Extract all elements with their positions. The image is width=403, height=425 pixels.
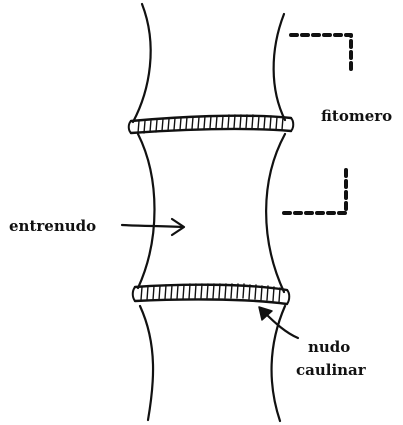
stem-left-lower-edge <box>140 306 153 420</box>
stem-outline <box>133 4 285 421</box>
caulinar-label: caulinar <box>296 361 366 380</box>
stem-right-upper-edge <box>274 14 285 120</box>
stem-left-upper-edge <box>133 4 151 122</box>
upper-node-band <box>129 115 294 133</box>
stem-right-lower-edge <box>272 306 285 421</box>
nudo-label: nudo <box>308 338 350 357</box>
entrenudo-label: entrenudo <box>9 217 96 236</box>
entrenudo-arrow <box>122 225 183 227</box>
fitomero-label: fitomero <box>321 107 392 126</box>
lower-node-band <box>133 284 290 304</box>
fitomero-lower-bracket <box>283 170 346 213</box>
fitomero-upper-bracket <box>291 35 351 74</box>
stem-left-internode-edge <box>138 134 155 288</box>
